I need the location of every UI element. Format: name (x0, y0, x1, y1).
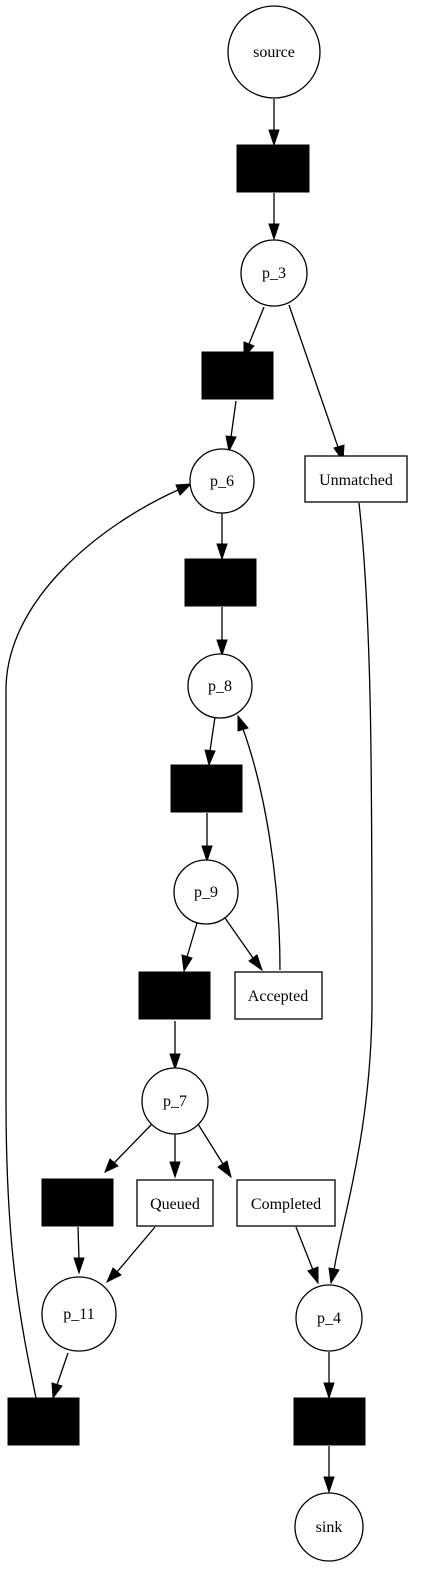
silent-transition-1[interactable] (236, 144, 310, 193)
place-circle (41, 1276, 117, 1352)
silent-transition-2[interactable] (201, 351, 274, 400)
place-p8[interactable]: p_8 (187, 653, 253, 719)
transition-box (236, 1179, 336, 1227)
edge-p7-to-silent-6 (113, 1123, 153, 1164)
transition-accepted[interactable]: Accepted (234, 971, 323, 1020)
arrowhead (237, 714, 249, 732)
place-p11[interactable]: p_11 (41, 1276, 117, 1352)
place-source[interactable]: source (227, 5, 321, 99)
transition-label: Unmatched (319, 472, 393, 489)
arrowhead (268, 223, 280, 241)
silent-transition-6[interactable] (41, 1178, 114, 1227)
place-circle (240, 239, 308, 307)
transition-box (304, 455, 408, 503)
transition-completed[interactable]: Completed (236, 1179, 336, 1227)
edge-queued-to-p11 (116, 1226, 156, 1273)
arrowhead (217, 1160, 232, 1179)
edge-silent-6-to-p11 (77, 1226, 80, 1260)
silent-transition-4[interactable] (170, 764, 243, 813)
edge-p7-to-completed (197, 1123, 224, 1165)
transition-label: Queued (150, 1196, 200, 1213)
place-label: p_3 (262, 265, 286, 282)
arrowhead (248, 954, 263, 972)
arrowhead (181, 954, 193, 973)
arrowhead (216, 543, 228, 561)
place-label: p_6 (210, 473, 234, 490)
place-p4[interactable]: p_4 (295, 1284, 363, 1352)
arrowhead (204, 749, 216, 767)
transition-label: Completed (251, 1196, 321, 1213)
edge-p8-to-silent-4 (209, 716, 216, 752)
arrowhead (307, 1266, 319, 1285)
edge-completed-to-p4 (295, 1226, 314, 1271)
edge-p11-to-silent-7 (56, 1352, 69, 1386)
place-circle (294, 1492, 364, 1562)
arrowhead (104, 1158, 119, 1173)
arrowhead (328, 1267, 340, 1285)
arrowhead (225, 435, 237, 453)
transition-box (136, 1179, 214, 1227)
arrowhead (268, 129, 280, 147)
edge-silent-7-to-p6 (5, 489, 179, 1399)
place-p3[interactable]: p_3 (240, 239, 308, 307)
edge-unmatched-to-p4 (333, 502, 373, 1271)
place-label: source (253, 44, 295, 61)
arrowhead (201, 845, 213, 863)
arrowhead (106, 1267, 122, 1284)
place-label: p_9 (194, 884, 218, 901)
arrowhead (216, 639, 228, 657)
arrowhead (175, 483, 193, 496)
silent-transition-8[interactable] (293, 1397, 366, 1446)
arrowhead (73, 1257, 85, 1275)
place-circle (187, 653, 253, 719)
place-circle (189, 448, 255, 514)
place-label: p_4 (317, 1310, 341, 1327)
edge-p3-to-unmatched (288, 304, 340, 451)
place-label: p_11 (63, 1306, 94, 1323)
place-circle (141, 1067, 209, 1135)
arrowhead (323, 1476, 335, 1494)
place-circle (227, 5, 321, 99)
place-p6[interactable]: p_6 (189, 448, 255, 514)
edge-p9-to-accepted (224, 917, 254, 959)
edge-p9-to-silent-5 (186, 922, 198, 958)
place-circle (173, 859, 239, 925)
silent-transition-3[interactable] (184, 558, 257, 607)
silent-transition-7[interactable] (7, 1397, 80, 1446)
place-p7[interactable]: p_7 (141, 1067, 209, 1135)
arrowhead (169, 1161, 181, 1179)
place-circle (295, 1284, 363, 1352)
edge-p3-to-silent-2 (248, 306, 265, 345)
edges (5, 99, 373, 1494)
arrowhead (323, 1382, 335, 1400)
edge-accepted-to-p8 (242, 728, 281, 971)
transition-box (234, 971, 323, 1020)
place-label: p_7 (163, 1093, 187, 1110)
place-sink[interactable]: sink (294, 1492, 364, 1562)
edge-silent-2-to-p6 (230, 400, 237, 438)
place-label: sink (316, 1519, 343, 1536)
place-p9[interactable]: p_9 (173, 859, 239, 925)
transition-unmatched[interactable]: Unmatched (304, 455, 408, 503)
transition-label: Accepted (248, 988, 308, 1005)
place-label: p_8 (208, 678, 232, 695)
silent-transition-5[interactable] (138, 971, 211, 1020)
arrowhead (169, 1053, 181, 1071)
transition-queued[interactable]: Queued (136, 1179, 214, 1227)
arrowhead (51, 1382, 63, 1400)
